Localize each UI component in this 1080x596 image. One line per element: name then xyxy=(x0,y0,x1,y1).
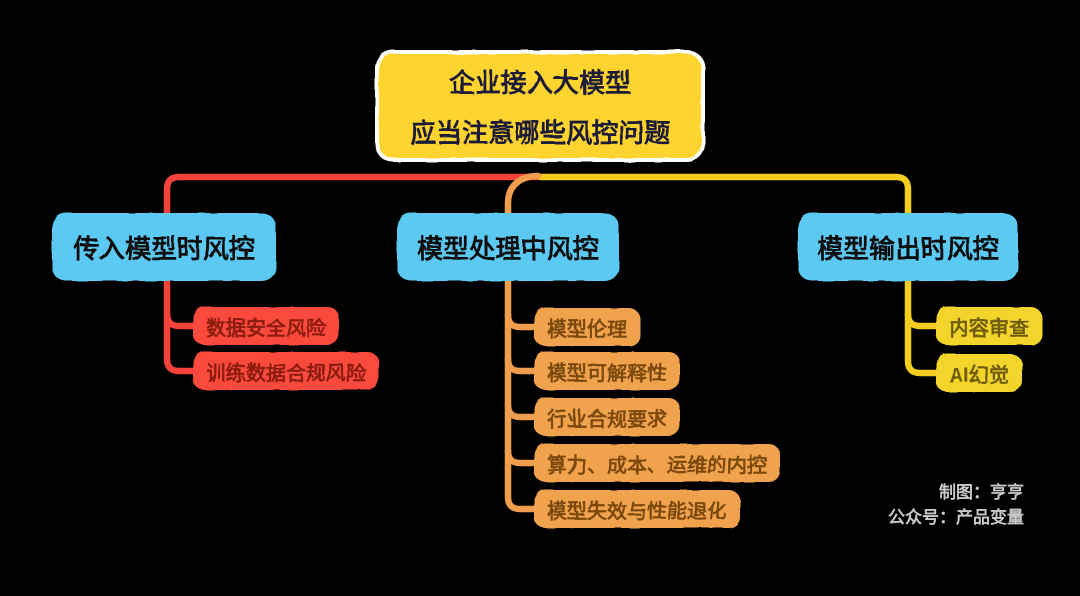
branch-node-output-stage: 模型输出时风控 xyxy=(798,213,1018,281)
child-node-ai-hallucination: AI幻觉 xyxy=(936,354,1022,392)
connector-processing-sub-1 xyxy=(504,311,538,331)
child-node-model-ethics: 模型伦理 xyxy=(534,308,640,346)
root-topic-node: 企业接入大模型 应当注意哪些风控问题 xyxy=(375,50,705,162)
connector-output-sub-1 xyxy=(904,310,940,330)
child-node-training-data-compliance: 训练数据合规风险 xyxy=(193,352,379,390)
child-node-compute-cost-ops: 算力、成本、运维的内控 xyxy=(534,444,780,482)
child-node-model-interpretability: 模型可解释性 xyxy=(534,352,680,390)
connector-processing-sub-3 xyxy=(504,401,538,421)
connector-input-sub-1 xyxy=(163,310,197,330)
child-node-industry-compliance: 行业合规要求 xyxy=(534,398,680,436)
connector-processing-main xyxy=(504,172,542,513)
child-node-content-review: 内容审查 xyxy=(936,307,1042,345)
root-topic-line2: 应当注意哪些风控问题 xyxy=(409,117,670,148)
watermark-credit-line: 制图：亨亨 xyxy=(939,483,1024,502)
branch-node-processing-stage: 模型处理中风控 xyxy=(397,213,619,281)
branch-node-input-stage: 传入模型时风控 xyxy=(52,213,276,281)
connector-processing-sub-4 xyxy=(504,447,538,467)
child-node-data-security: 数据安全风险 xyxy=(193,307,339,345)
connector-processing-sub-2 xyxy=(504,355,538,375)
child-node-model-degradation: 模型失效与性能退化 xyxy=(534,490,740,528)
watermark-account-line: 公众号：产品变量 xyxy=(888,508,1024,527)
watermark: 制图：亨亨 公众号：产品变量 xyxy=(888,480,1024,530)
root-topic-line1: 企业接入大模型 xyxy=(448,67,631,98)
